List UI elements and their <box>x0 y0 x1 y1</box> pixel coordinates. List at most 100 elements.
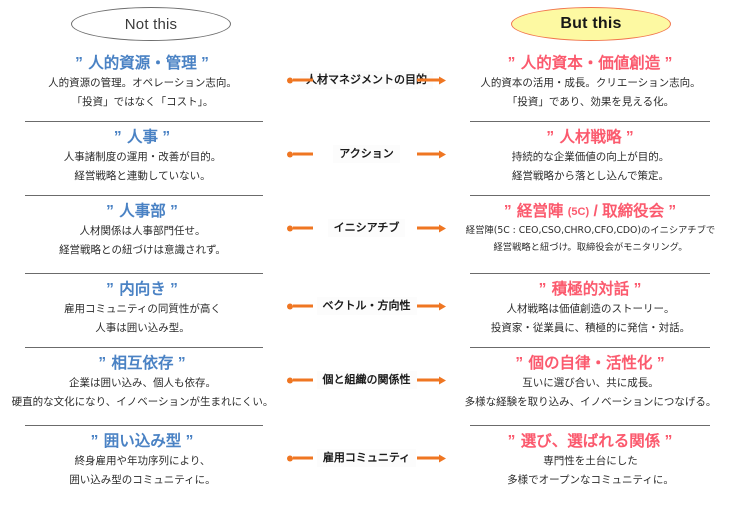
left-cell: ” 相互依存 ” 企業は囲い込み、個人も依存。硬直的な文化になり、イノベーションが… <box>0 348 285 410</box>
right-subline: 経営戦略と紐づけ。取締役会がモニタリング。 <box>493 241 688 253</box>
left-headline: ” 内向き ” <box>0 280 285 299</box>
right-cell: ” 人材戦略 ” 持続的な企業価値の向上が目的。経営戦略から落とし込んで策定。 <box>448 122 733 184</box>
quote-open: ” <box>538 281 548 298</box>
right-arrow-icon <box>417 150 446 159</box>
right-headline: ” 経営陣 (5C) / 取締役会 ” <box>448 202 733 221</box>
right-subline: 経営戦略から落とし込んで策定。 <box>512 169 669 182</box>
left-arrow-icon <box>287 224 313 233</box>
left-subline: 「投資」ではなく「コスト」。 <box>71 95 214 108</box>
center-label: イニシアチブ <box>327 219 406 237</box>
left-headline: ” 囲い込み型 ” <box>0 432 285 451</box>
left-subline: 企業は囲い込み、個人も依存。 <box>69 377 216 390</box>
center-cell: 個と組織の関係性 <box>285 348 448 422</box>
headline-text: 人事部 <box>119 203 166 220</box>
comparison-row: ” 囲い込み型 ”終身雇用や年功序列により、囲い込み型のコミュニティに。 雇用コミ… <box>0 426 733 500</box>
quote-open: ” <box>106 281 115 298</box>
headline-text: 経営陣 <box>516 203 564 220</box>
header: Not this But this <box>0 0 733 48</box>
right-cell: ” 個の自律・活性化 ” 互いに選び合い、共に成長。多様な経験を取り込み、イノベー… <box>448 348 733 410</box>
right-subline: 人的資本の活用・成長。クリエーション志向。 <box>480 77 701 90</box>
right-arrow-icon <box>417 302 446 311</box>
quote-close: ” <box>170 281 179 298</box>
left-headline: ” 人的資源・管理 ” <box>0 54 285 73</box>
center-cell: 人材マネジメントの目的 <box>285 48 448 122</box>
left-headline: ” 相互依存 ” <box>0 354 285 373</box>
quote-close: ” <box>656 355 666 372</box>
left-headline: ” 人事 ” <box>0 128 285 147</box>
right-headline: ” 積極的対話 ” <box>448 280 733 299</box>
left-subline: 囲い込み型のコミュニティに。 <box>69 473 216 486</box>
headline-text: 内向き <box>119 281 166 298</box>
right-subline: 多様な経験を取り込み、イノベーションにつなげる。 <box>464 395 717 408</box>
pill-but-this-label: But this <box>560 15 622 32</box>
quote-close: ” <box>162 129 172 146</box>
quote-close: ” <box>664 55 674 72</box>
left-arrow-icon <box>287 454 313 463</box>
quote-open: ” <box>113 129 123 146</box>
quote-open: ” <box>515 355 525 372</box>
row-divider-right <box>470 195 710 197</box>
left-subline: 硬直的な文化になり、イノベーションが生まれにくい。 <box>11 395 274 408</box>
quote-open: ” <box>507 433 517 450</box>
right-headline: ” 選び、選ばれる関係 ” <box>448 432 733 451</box>
pill-but-this: But this <box>511 7 671 41</box>
comparison-row: ” 人事部 ”人材関係は人事部門任せ。経営戦略との紐づけは意識されず。 イニシアチ… <box>0 196 733 275</box>
right-arrow-icon <box>417 76 446 85</box>
headline-text: 人的資源・管理 <box>88 55 197 72</box>
left-cell: ” 内向き ” 雇用コミュニティの同質性が高く人事は囲い込み型。 <box>0 274 285 336</box>
left-cell: ” 人事 ” 人事諸制度の運用・改善が目的。経営戦略と連動していない。 <box>0 122 285 184</box>
left-cell: ” 人事部 ”人材関係は人事部門任せ。経営戦略との紐づけは意識されず。 <box>0 196 285 258</box>
left-subline: 経営戦略との紐づけは意識されず。 <box>59 243 226 256</box>
left-subline: 経営戦略と連動していない。 <box>74 169 211 182</box>
comparison-row: ” 人的資源・管理 ”人的資源の管理。オペレーション志向。「投資」ではなく「コス… <box>0 48 733 123</box>
row-divider-right <box>470 425 710 427</box>
right-subline: 経営陣(5C : CEO,CSO,CHRO,CFO,CDO)のイニシアチブで <box>465 225 716 237</box>
quote-open: ” <box>90 433 100 450</box>
row-divider-left <box>25 273 263 275</box>
headline-text: 相互依存 <box>111 355 174 372</box>
center-cell: ベクトル・方向性 <box>285 274 448 348</box>
left-arrow-icon <box>287 76 313 85</box>
center-label: 雇用コミュニティ <box>316 449 417 467</box>
quote-open: ” <box>98 355 108 372</box>
pill-not-this-label: Not this <box>124 15 178 33</box>
headline-text: 人材戦略 <box>559 129 622 146</box>
right-subline: 専門性を土台にした <box>543 455 638 468</box>
comparison-rows: ” 人的資源・管理 ”人的資源の管理。オペレーション志向。「投資」ではなく「コス… <box>0 48 733 500</box>
quote-close: ” <box>201 55 210 72</box>
right-subline: 持続的な企業価値の向上が目的。 <box>511 151 670 164</box>
left-subline: 人事は囲い込み型。 <box>95 321 190 334</box>
headline-text: 選び、選ばれる関係 <box>520 433 661 450</box>
headline-text: 人的資本・価値創造 <box>520 55 661 72</box>
right-subline: 多様でオープンなコミュニティに。 <box>507 473 674 486</box>
quote-open: ” <box>106 203 115 220</box>
row-divider-right <box>470 121 710 123</box>
right-cell: ” 選び、選ばれる関係 ” 専門性を土台にした多様でオープンなコミュニティに。 <box>448 426 733 488</box>
right-subline: 互いに選び合い、共に成長。 <box>522 377 659 390</box>
right-subline: 人材戦略は価値創造のストーリー。 <box>506 303 675 316</box>
pill-not-this: Not this <box>71 7 231 41</box>
quote-close: ” <box>668 203 678 220</box>
quote-close: ” <box>185 433 195 450</box>
left-arrow-icon <box>287 302 313 311</box>
right-subline: 「投資」であり、効果を見える化。 <box>506 95 675 108</box>
right-arrow-icon <box>417 224 446 233</box>
headline-tail: / 取締役会 <box>593 203 665 220</box>
center-label: 個と組織の関係性 <box>316 371 417 389</box>
headline-text: 個の自律・活性化 <box>528 355 653 372</box>
right-headline: ” 人材戦略 ” <box>448 128 733 147</box>
left-arrow-icon <box>287 150 313 159</box>
headline-annotation: (5C) <box>567 206 590 218</box>
quote-open: ” <box>503 203 513 220</box>
quote-close: ” <box>664 433 674 450</box>
left-subline: 人事諸制度の運用・改善が目的。 <box>63 151 222 164</box>
left-cell: ” 人的資源・管理 ”人的資源の管理。オペレーション志向。「投資」ではなく「コス… <box>0 48 285 110</box>
row-divider-right <box>470 273 710 275</box>
left-cell: ” 囲い込み型 ”終身雇用や年功序列により、囲い込み型のコミュニティに。 <box>0 426 285 488</box>
headline-text: 囲い込み型 <box>103 433 182 450</box>
left-subline: 雇用コミュニティの同質性が高く <box>64 303 221 316</box>
row-divider-right <box>470 347 710 349</box>
center-cell: アクション <box>285 122 448 196</box>
center-label: 人材マネジメントの目的 <box>300 71 433 89</box>
center-label: ベクトル・方向性 <box>316 297 417 315</box>
